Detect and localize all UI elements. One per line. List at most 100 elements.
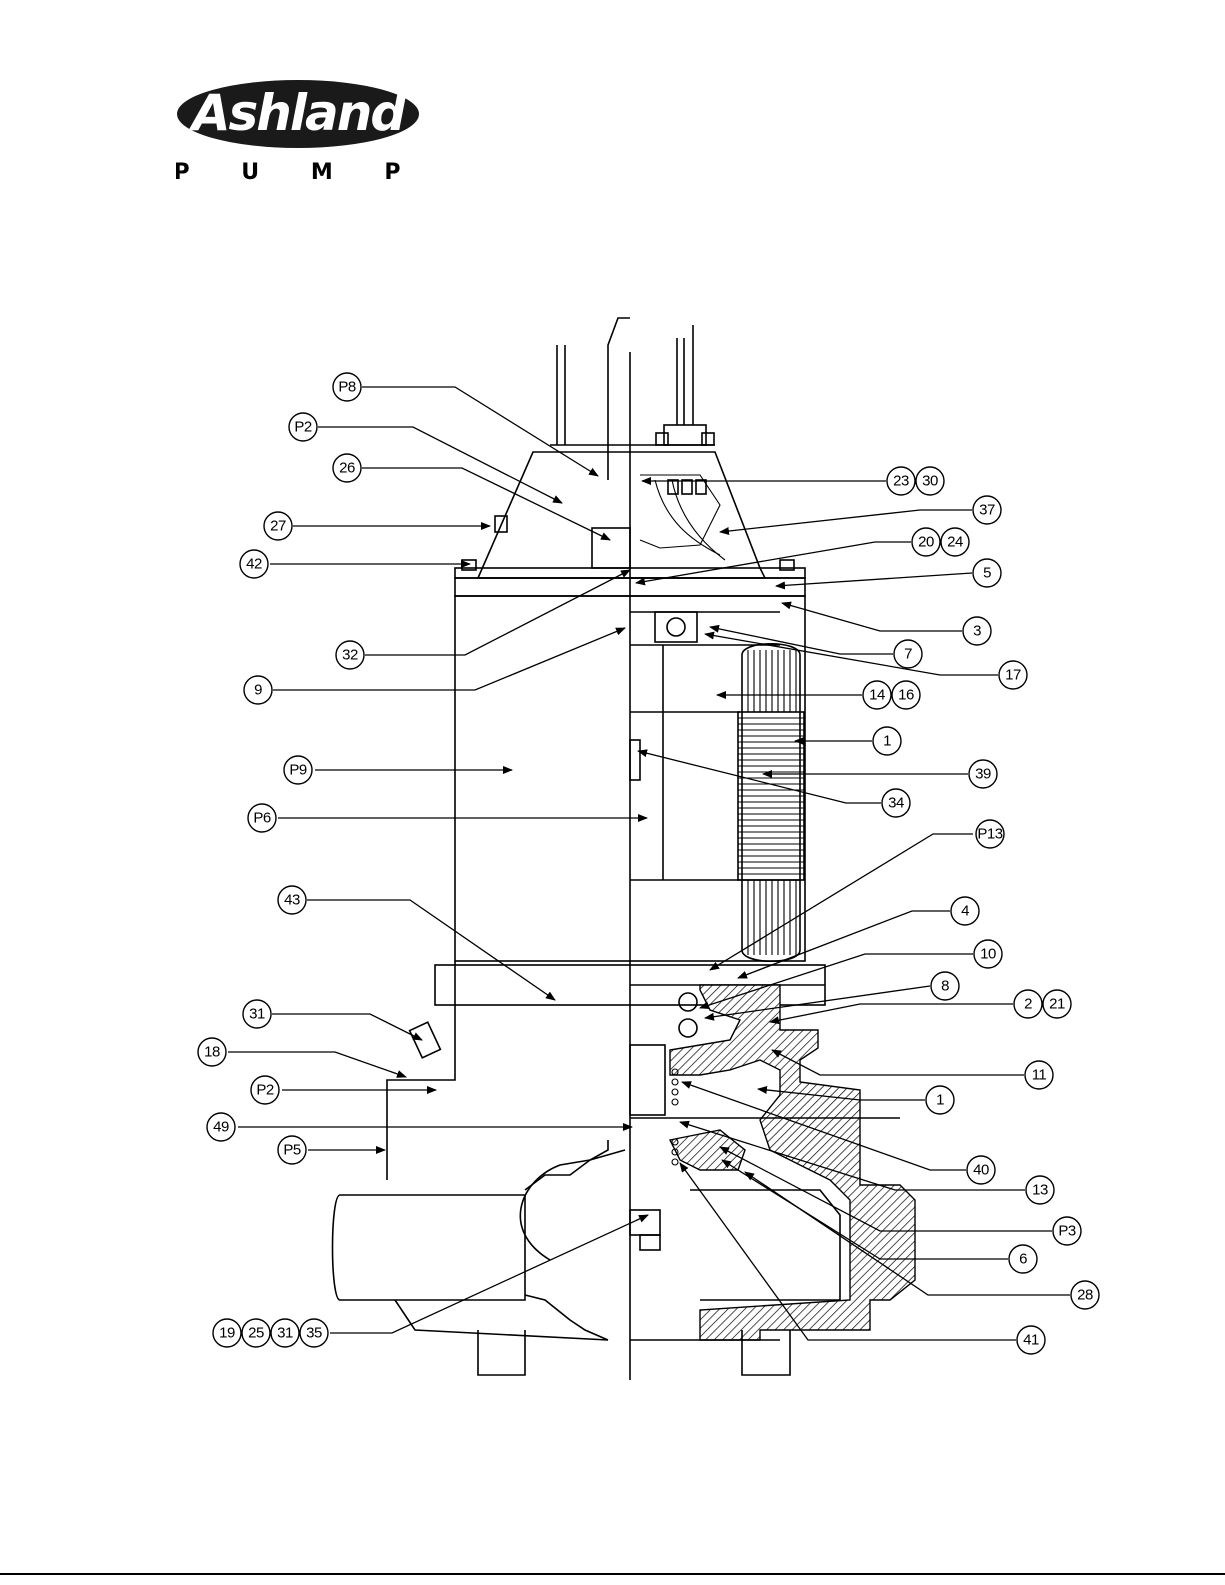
- callout-p8: P8: [333, 373, 361, 401]
- callout-28: 28: [1071, 1281, 1099, 1309]
- callout-number: 34: [888, 795, 904, 812]
- callout-37: 37: [973, 496, 1001, 524]
- callout-43: 43: [278, 886, 306, 914]
- callout-39: 39: [969, 760, 997, 788]
- callout-4: 4: [951, 897, 979, 925]
- callout-number: 41: [1023, 1332, 1039, 1349]
- callout-number: 6: [1019, 1251, 1027, 1268]
- callout-number: 23: [893, 473, 909, 490]
- callout-number: 31: [277, 1325, 293, 1342]
- callout-p2a: P2: [289, 413, 317, 441]
- callout-42: 42: [240, 550, 268, 578]
- callout-number: P2: [256, 1082, 274, 1099]
- callout-number: 16: [898, 687, 914, 704]
- callout-3: 3: [963, 617, 991, 645]
- callout-number: 40: [973, 1162, 989, 1179]
- callout-number: 7: [904, 646, 912, 663]
- callout-19: 19 25 31 35: [213, 1319, 328, 1347]
- callout-p5: P5: [278, 1136, 306, 1164]
- callout-number: P5: [283, 1142, 301, 1159]
- callout-7: 7: [894, 640, 922, 668]
- callout-p13: P13: [976, 820, 1004, 848]
- callout-number: 4: [961, 903, 969, 920]
- callout-40: 40: [967, 1156, 995, 1184]
- callout-2: 2 21: [1014, 990, 1071, 1018]
- callout-49: 49: [207, 1113, 235, 1141]
- callout-number: 5: [983, 565, 991, 582]
- callout-number: P3: [1058, 1223, 1076, 1240]
- callout-number: 1: [936, 1092, 944, 1109]
- callout-1b: 1: [926, 1086, 954, 1114]
- callout-number: 24: [947, 534, 963, 551]
- callout-p6: P6: [248, 804, 276, 832]
- callout-34: 34: [882, 789, 910, 817]
- callout-number: 31: [249, 1006, 265, 1023]
- volute-left-half: [333, 1195, 526, 1300]
- callout-number: 20: [918, 534, 934, 551]
- callout-p2b: P2: [251, 1076, 279, 1104]
- callout-number: 28: [1077, 1287, 1093, 1304]
- motor-cover-dome: [478, 452, 765, 578]
- callout-27: 27: [264, 512, 292, 540]
- callout-17: 17: [999, 661, 1027, 689]
- callout-31: 31: [243, 1000, 271, 1028]
- callout-number: 18: [204, 1044, 220, 1061]
- impeller-vane-outline: [520, 1150, 625, 1260]
- callout-13: 13: [1026, 1176, 1054, 1204]
- seal-chamber: [630, 1045, 665, 1115]
- vent-plug: [410, 1022, 441, 1058]
- lower-body-left: [387, 961, 455, 1180]
- pump-body: [333, 318, 916, 1380]
- callout-number: 14: [869, 687, 885, 704]
- callout-9: 9: [244, 676, 272, 704]
- callout-26: 26: [333, 454, 361, 482]
- callout-number: 3: [973, 623, 981, 640]
- callout-number: 35: [306, 1325, 322, 1342]
- callout-10: 10: [974, 940, 1002, 968]
- callout-number: 39: [975, 766, 991, 783]
- callout-32: 32: [336, 641, 364, 669]
- callout-11: 11: [1025, 1061, 1053, 1089]
- callout-p9: P9: [284, 756, 312, 784]
- callout-p3: P3: [1053, 1217, 1081, 1245]
- callout-23: 23 30: [887, 467, 944, 495]
- bolt-head-upper: [679, 993, 697, 1011]
- callout-18: 18: [198, 1038, 226, 1066]
- callout-number: 43: [284, 892, 300, 909]
- bottom-rule: [0, 1573, 1225, 1575]
- callout-number: 19: [219, 1325, 235, 1342]
- callout-number: 17: [1005, 667, 1021, 684]
- callout-41: 41: [1017, 1326, 1045, 1354]
- callout-number: 49: [213, 1119, 229, 1136]
- callout-number: 8: [941, 978, 949, 995]
- callout-number: 11: [1032, 1067, 1047, 1084]
- callout-number: P13: [977, 826, 1002, 843]
- foot-left: [478, 1330, 525, 1375]
- internal-wiring: [640, 475, 720, 548]
- callout-number: P9: [289, 762, 307, 779]
- callout-number: 21: [1049, 996, 1065, 1013]
- callout-14: 14 16: [863, 681, 920, 709]
- power-cable: [550, 318, 715, 480]
- callout-number: 25: [248, 1325, 264, 1342]
- callout-number: P6: [253, 810, 271, 827]
- callout-number: 10: [980, 946, 996, 963]
- callout-5: 5: [973, 559, 1001, 587]
- callout-number: 27: [270, 518, 286, 535]
- callout-number: 13: [1032, 1182, 1048, 1199]
- callout-8: 8: [931, 972, 959, 1000]
- callout-number: P2: [294, 419, 312, 436]
- callout-number: 30: [922, 473, 938, 490]
- callout-number: 2: [1024, 996, 1032, 1013]
- callout-number: 26: [339, 460, 355, 477]
- callout-number: 37: [979, 502, 995, 519]
- callout-number: P8: [338, 379, 356, 396]
- callout-number: 1: [883, 733, 891, 750]
- callout-number: 32: [342, 647, 358, 664]
- stator-lamination: [738, 712, 804, 880]
- callout-number: 42: [246, 556, 262, 573]
- leader-lines: [228, 387, 1070, 1340]
- callout-20: 2024: [912, 528, 969, 556]
